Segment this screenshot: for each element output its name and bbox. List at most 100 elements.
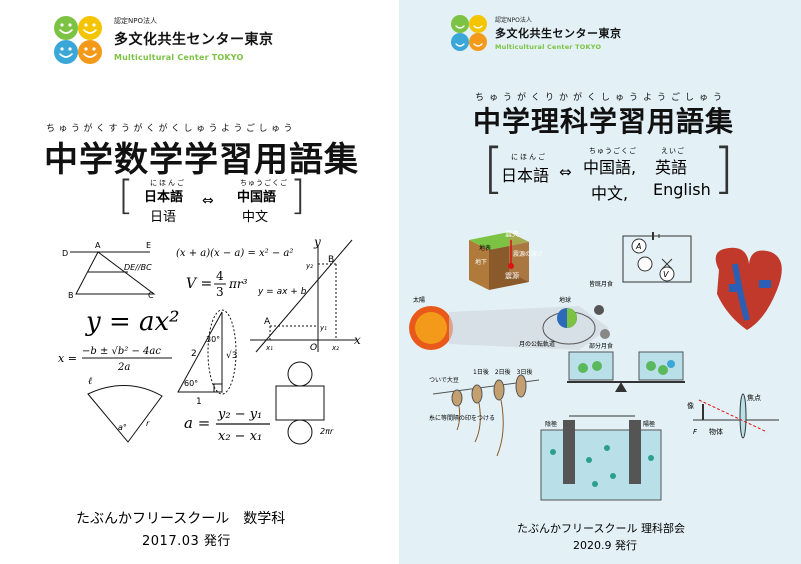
math-lang-zh: 中国語 [237, 190, 277, 205]
electrolysis-figure [540, 415, 662, 501]
math-date: 2017.03 発行 [142, 534, 231, 549]
roots-x: x = [58, 352, 77, 365]
math-lang-ja-ruby: にほんご [150, 179, 186, 187]
science-title-ruby: ちゅうがくりかがくしゅうようごしゅう [475, 93, 728, 103]
right-triangle-figure [177, 309, 237, 395]
pt-a2-label: A [264, 317, 271, 327]
slope-numerator: y₂ − y₁ [217, 407, 262, 422]
heart-figure [715, 247, 782, 330]
balance-figure [567, 351, 685, 392]
org-certified-label: 認定NPO法人 [495, 17, 532, 24]
image-label: 像 [687, 401, 694, 410]
science-lang-zh-ruby: ちゅうごくご [589, 147, 637, 155]
science-lang-en: 英語 [655, 158, 688, 177]
science-lang-zh-cn: 中文, [591, 184, 629, 203]
org-name: 多文化共生センター東京 [114, 32, 274, 48]
science-title: 中学理科学習用語集 [473, 105, 735, 138]
circuit-figure [622, 232, 692, 283]
side-2-label: 2 [191, 349, 197, 359]
angle-30-label: 30° [206, 335, 220, 344]
science-lang-ja: 日本語 [501, 166, 550, 185]
mark-label: 糸に等間隔の印をつける [429, 414, 495, 422]
science-lang-en-ruby: えいご [661, 147, 685, 155]
pt-b2-label: B [328, 255, 334, 265]
focus-label: 焦点 [747, 393, 761, 402]
math-arrow-icon: ⇔ [202, 193, 214, 209]
science-lang-ja-ruby: にほんご [511, 153, 547, 161]
math-title-ruby: ちゅうがくすうがくがくしゅうようごしゅう [46, 124, 297, 134]
growth-figure [432, 374, 540, 457]
sector-radius-label: r [146, 419, 150, 428]
science-lang-en-en: English [653, 180, 711, 199]
sun-label: 太陽 [413, 296, 425, 304]
math-lang-zh-ruby: ちゅうごくご [240, 179, 288, 187]
focus-f-label: F [693, 428, 698, 436]
linear-graph-axes [250, 239, 356, 353]
volume-rest: πr³ [228, 277, 248, 291]
cylinder-net-figure [275, 361, 325, 445]
pt-a-label: A [95, 241, 101, 250]
earth-label: 地球 [559, 296, 571, 304]
linear-formula: y = ax + b [257, 287, 307, 297]
cathode-label: 陰極 [545, 420, 557, 428]
science-cover: 認定NPO法人 多文化共生センター東京 Multicultural Center… [399, 0, 801, 564]
quadratic-formula: y = ax² [85, 307, 180, 337]
object-label: 物体 [709, 427, 723, 436]
science-bracket-left: [ [483, 137, 505, 200]
bean-label: ついで大豆 [429, 376, 459, 384]
science-bracket-right: ] [713, 137, 735, 200]
science-lang-zh: 中国語, [583, 158, 637, 177]
smiley-logo-icon [54, 16, 102, 64]
slope-denominator: x₂ − x₁ [218, 429, 262, 444]
math-bracket-right: ] [290, 173, 306, 219]
anode-label: 陽極 [643, 420, 655, 428]
org-english-name: Multicultural Center TOKYO [114, 53, 244, 62]
smiley-logo-icon [451, 15, 487, 51]
sector-figure [87, 385, 163, 443]
quake-depth-label: 震源の深さ [513, 250, 543, 258]
pt-e-label: E [146, 241, 151, 250]
axis-y-label: y [313, 236, 321, 249]
math-org-logo: 認定NPO法人 多文化共生センター東京 Multicultural Center… [48, 12, 308, 72]
y1-label: y₁ [319, 324, 327, 332]
math-cover: 認定NPO法人 多文化共生センター東京 Multicultural Center… [0, 0, 399, 564]
side-sqrt3-label: √3 [226, 350, 237, 361]
quake-epicenter-label: 震央 [505, 229, 519, 238]
math-lang-zh-cn: 中文 [242, 210, 269, 225]
science-date: 2020.9 発行 [573, 539, 637, 552]
circumference-label: 2πr [320, 427, 334, 436]
x2-label: x₂ [331, 344, 339, 352]
science-arrow-icon: ⇔ [559, 163, 572, 181]
product-formula: (x + a)(x − a) = x² − a² [176, 248, 293, 259]
volume-numerator: 4 [216, 269, 224, 283]
slope-a: a = [184, 414, 210, 432]
axis-x-label: x [354, 333, 361, 347]
ammeter-label: A [635, 242, 641, 251]
math-school: たぶんかフリースクール 数学科 [76, 511, 286, 527]
science-org-logo: 認定NPO法人 多文化共生センター東京 Multicultural Center… [447, 12, 687, 60]
voltmeter-label: V [663, 270, 669, 279]
org-english-name: Multicultural Center TOKYO [495, 43, 602, 51]
volume-denominator: 3 [216, 285, 224, 299]
volume-formula-v: V = [186, 276, 212, 292]
angle-60-label: 60° [184, 379, 198, 388]
total-eclipse-label: 皆既月食 [589, 280, 613, 288]
quake-surface-label: 地表 [479, 244, 491, 252]
pt-d-label: D [62, 249, 68, 258]
sector-angle-label: a° [118, 423, 127, 432]
y2-label: y₂ [305, 262, 313, 270]
pt-b-label: B [68, 291, 74, 300]
eclipse-figure [409, 305, 610, 350]
side-1-label: 1 [196, 397, 202, 407]
earthquake-figure [469, 232, 529, 290]
quake-source-label: 震源 [505, 271, 519, 280]
x1-label: x₁ [265, 344, 273, 352]
org-name: 多文化共生センター東京 [495, 27, 622, 40]
math-lang-ja-cn: 日语 [150, 210, 177, 225]
roots-numerator: −b ± √b² − 4ac [82, 346, 161, 357]
math-title: 中学数学学習用語集 [44, 140, 359, 180]
days-label: 1日後 2日後 3日後 [473, 368, 532, 376]
roots-denominator: 2a [117, 362, 130, 373]
triangle-figure [70, 251, 156, 295]
origin-label: O [310, 343, 317, 353]
